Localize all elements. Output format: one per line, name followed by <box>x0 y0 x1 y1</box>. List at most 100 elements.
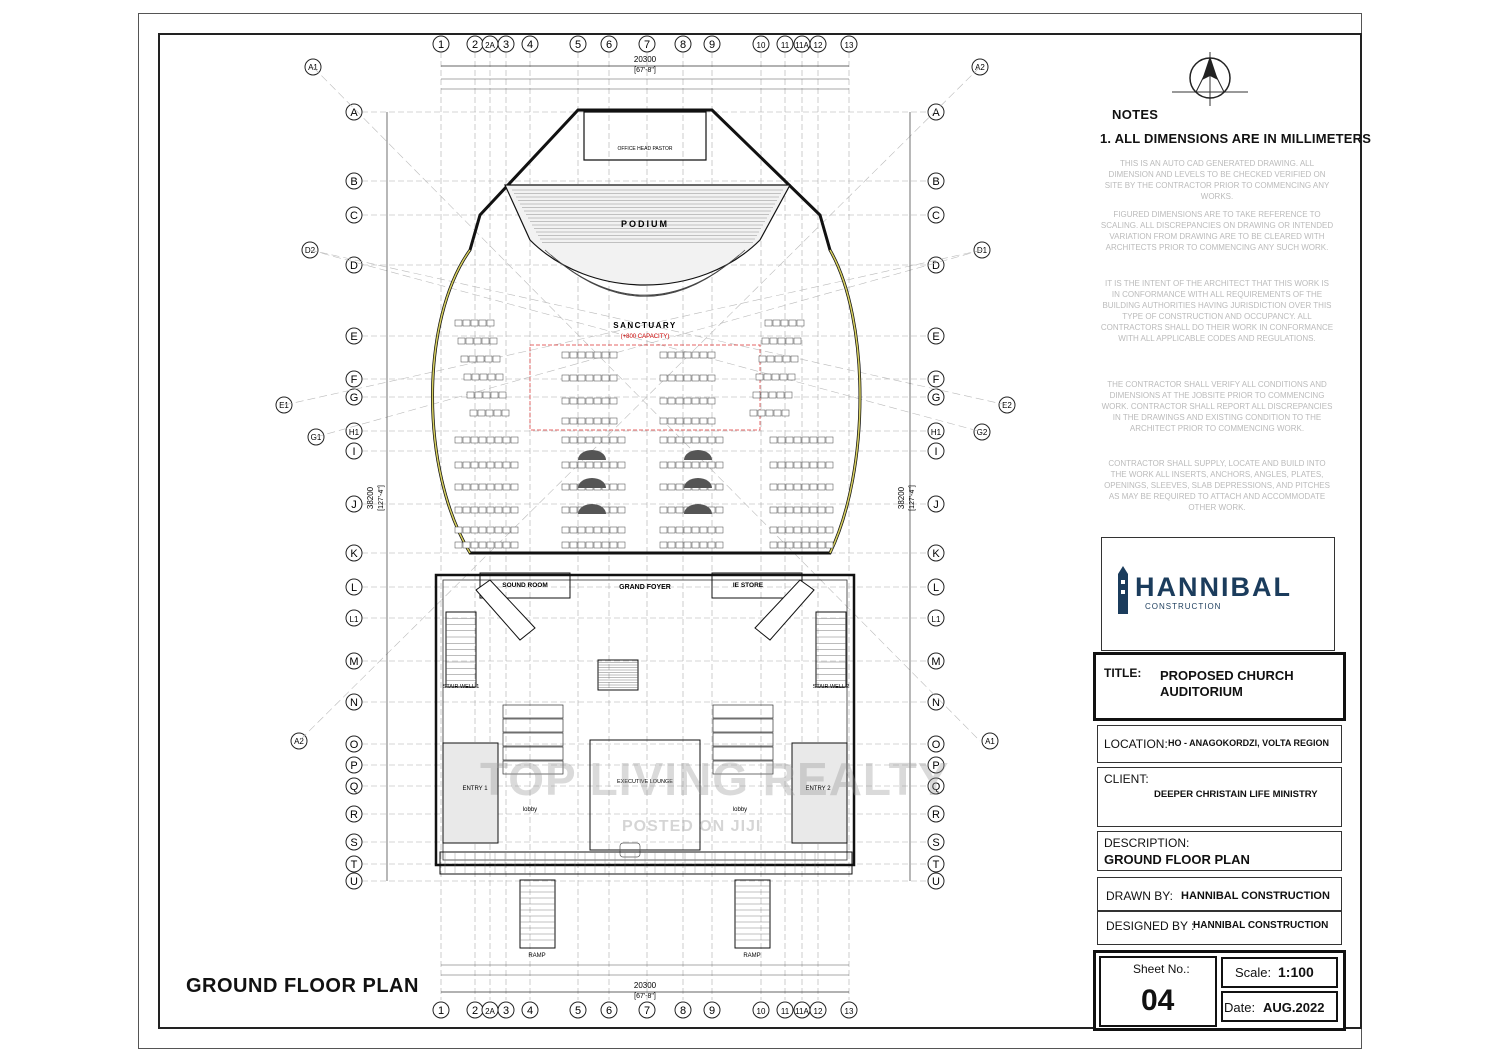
diagonal-grid-line <box>312 66 981 742</box>
front-porch <box>439 851 853 875</box>
pew-seat <box>609 461 618 469</box>
grid-column-bubble <box>569 1001 587 1019</box>
entry-2-room <box>791 742 848 844</box>
pew-seat <box>462 541 471 549</box>
pew-seat <box>667 436 676 444</box>
pew-seat <box>470 319 479 327</box>
grid-row-label: L1 <box>932 615 941 624</box>
toilet-cubicle <box>712 746 774 761</box>
pew-seat <box>785 506 794 514</box>
description-label: DESCRIPTION: <box>1104 836 1190 850</box>
pew-seat <box>617 541 626 549</box>
client-box <box>1097 767 1342 827</box>
drawn-by-label: DRAWN BY: <box>1106 889 1173 903</box>
notes-paragraph: THIS IS AN AUTO CAD GENERATED DRAWING. A… <box>1104 159 1330 201</box>
pew-seat <box>667 374 676 382</box>
grid-row-label: A <box>350 107 358 119</box>
diagonal-grid-line <box>309 249 983 433</box>
scale-label: Scale: <box>1235 965 1272 980</box>
diagonal-grid-label: A1 <box>985 737 995 746</box>
lobby-label-left: lobby <box>523 807 537 813</box>
grid-row-label: J <box>933 499 939 511</box>
pew-seat <box>479 373 488 381</box>
pew-seat <box>577 397 586 405</box>
grid-column-label: 2A <box>485 1007 495 1016</box>
grid-row-bubble <box>345 777 363 795</box>
pew-seat <box>577 351 586 359</box>
pew-seat <box>609 351 618 359</box>
north-arrow-icon <box>1172 52 1248 106</box>
aisle-marker <box>578 504 606 514</box>
grid-row-label: M <box>349 656 358 668</box>
pew-seat <box>481 337 490 345</box>
aisle-marker <box>578 450 606 460</box>
pew-seat <box>699 397 708 405</box>
pew-seat <box>585 417 594 425</box>
pew-seat <box>510 526 519 534</box>
toilet-cubicle <box>502 704 564 719</box>
pew-seat <box>601 417 610 425</box>
pew-seat <box>478 483 487 491</box>
location-box <box>1097 725 1342 763</box>
grid-column-bubble <box>674 1001 692 1019</box>
diagonal-grid-label: D2 <box>305 246 316 255</box>
grid-column-label: 5 <box>575 1005 581 1017</box>
grid-column-bubble <box>432 1001 450 1019</box>
sound-room-label: SOUND ROOM <box>502 582 548 589</box>
grid-row-label: D <box>350 260 358 272</box>
overall-depth-imperial-right: [127'-4"] <box>909 485 916 511</box>
pew-seat <box>454 526 463 534</box>
grid-row-bubble <box>345 833 363 851</box>
grid-column-bubble <box>497 1001 515 1019</box>
pew-seat <box>569 374 578 382</box>
toilet-cubicle <box>502 732 564 747</box>
pew-seat <box>769 541 778 549</box>
diagonal-grid-line <box>315 249 983 438</box>
central-aisle-zone <box>529 344 761 431</box>
pew-seat <box>502 461 511 469</box>
grid-column-label: 2 <box>472 1005 478 1017</box>
pew-seat <box>715 541 724 549</box>
overall-width-dimension-bottom: 20300 <box>634 981 657 990</box>
grid-row-bubble <box>345 756 363 774</box>
grid-column-bubble <box>776 1001 794 1019</box>
pew-seat <box>825 483 834 491</box>
pew-seat <box>462 319 471 327</box>
executive-lounge <box>589 739 701 851</box>
pew-seat <box>577 374 586 382</box>
pew-seat <box>699 374 708 382</box>
pew-seat <box>675 351 684 359</box>
date-value: AUG.2022 <box>1263 1000 1325 1015</box>
grid-row-bubble <box>927 609 945 627</box>
pew-seat <box>707 351 716 359</box>
grid-column-label: 8 <box>680 39 686 51</box>
pew-seat <box>769 506 778 514</box>
grid-row-bubble <box>345 442 363 460</box>
pew-seat <box>691 526 700 534</box>
pew-seat <box>463 373 472 381</box>
office-label: OFFICE HEAD PASTOR <box>617 146 672 152</box>
diagonal-stair-left <box>475 579 536 641</box>
client-label: CLIENT: <box>1104 772 1149 786</box>
pew-seat <box>683 541 692 549</box>
grid-column-bubble <box>840 35 858 53</box>
pew-seat <box>683 436 692 444</box>
pew-seat <box>585 436 594 444</box>
grid-row-label: K <box>350 548 358 560</box>
pew-seat <box>765 409 774 417</box>
pew-seat <box>601 374 610 382</box>
pew-seat <box>801 506 810 514</box>
grid-row-bubble <box>345 370 363 388</box>
toilet-cubicle <box>712 760 774 775</box>
pew-seat <box>691 541 700 549</box>
grid-column-bubble <box>638 1001 656 1019</box>
pew-seat <box>825 526 834 534</box>
notes-paragraph: FIGURED DIMENSIONS ARE TO TAKE REFERENCE… <box>1100 210 1334 252</box>
diagonal-grid-label: E1 <box>279 401 289 410</box>
grid-column-bubble <box>776 35 794 53</box>
pew-seat <box>569 483 578 491</box>
pew-seat <box>617 461 626 469</box>
pew-seat <box>817 483 826 491</box>
pew-seat <box>707 526 716 534</box>
pew-seat <box>801 461 810 469</box>
